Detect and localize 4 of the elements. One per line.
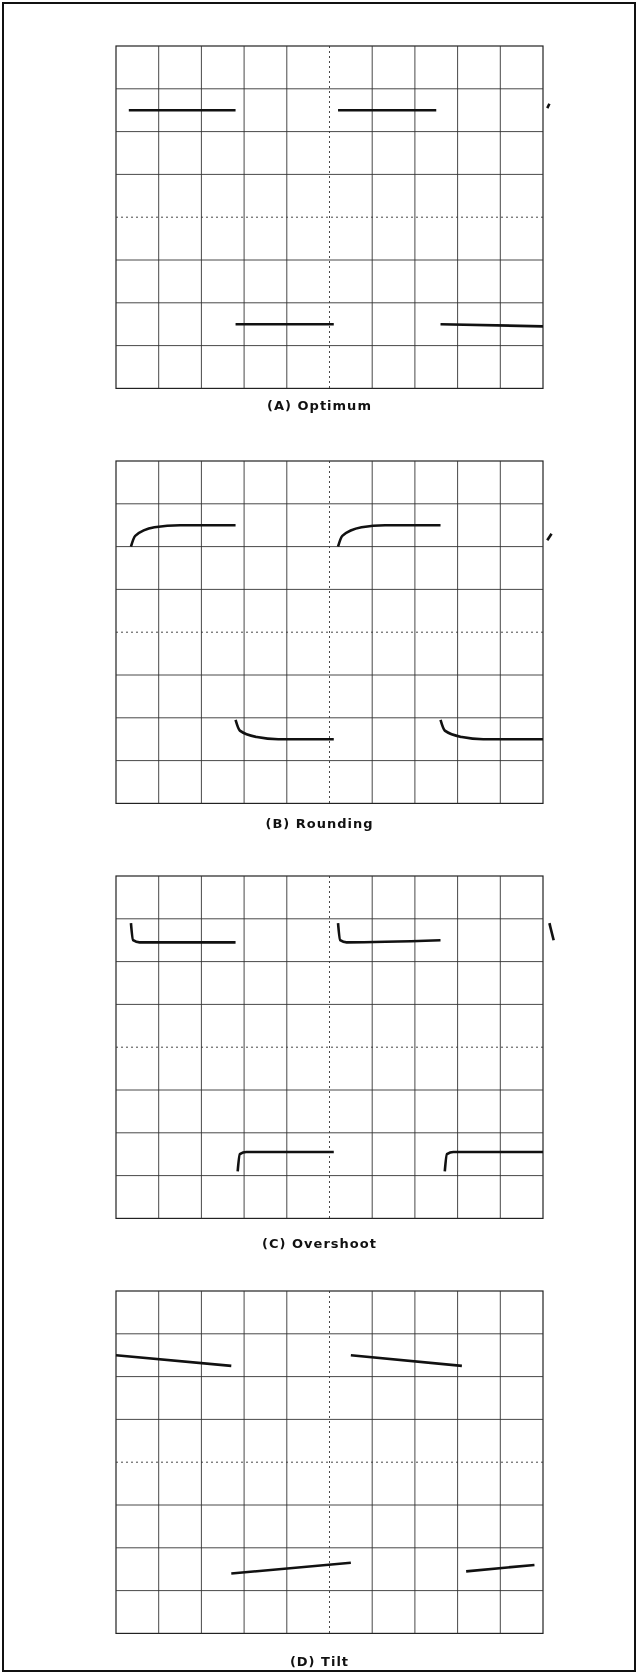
panel-caption: (B) Rounding — [265, 816, 374, 831]
panel-caption: (D) Tilt — [289, 1654, 350, 1669]
panel-caption: (C) Overshoot — [262, 1236, 377, 1251]
panel-caption: (A) Optimum — [267, 398, 372, 413]
